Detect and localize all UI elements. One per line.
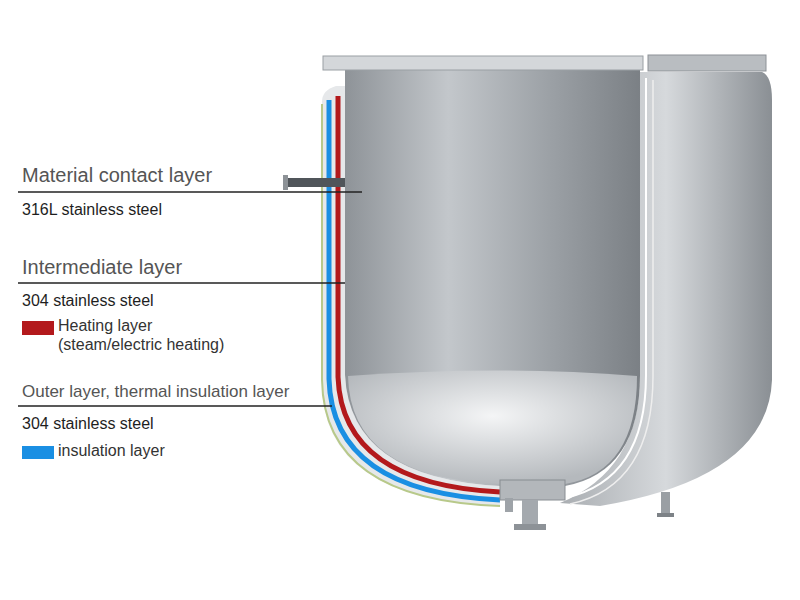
- legend-swatch: [22, 446, 54, 459]
- outlet-flange: [514, 524, 546, 530]
- pipe-flange: [283, 175, 288, 190]
- outlet: [500, 480, 565, 500]
- outlet-stub: [505, 498, 513, 512]
- outlet-pipe: [522, 500, 538, 526]
- leader-line: [18, 191, 362, 193]
- legend-text: insulation layer: [58, 441, 278, 460]
- leg-foot: [657, 513, 674, 517]
- inner-vessel: [345, 66, 640, 486]
- rim: [323, 56, 643, 70]
- material-name: 316L stainless steel: [22, 200, 162, 219]
- layer-name: Intermediate layer: [22, 255, 182, 279]
- flange: [648, 55, 766, 71]
- layer-name: Outer layer, thermal insulation layer: [22, 382, 289, 402]
- leg: [661, 492, 670, 516]
- material-name: 304 stainless steel: [22, 414, 154, 433]
- material-name: 304 stainless steel: [22, 291, 154, 310]
- side-pipe: [285, 178, 345, 187]
- layer-name: Material contact layer: [22, 163, 212, 187]
- legend-text: Heating layer (steam/electric heating): [58, 316, 248, 354]
- legend-swatch: [22, 321, 54, 335]
- vessel-bottom: [348, 371, 637, 485]
- leader-line: [18, 282, 345, 284]
- leader-line: [18, 405, 332, 407]
